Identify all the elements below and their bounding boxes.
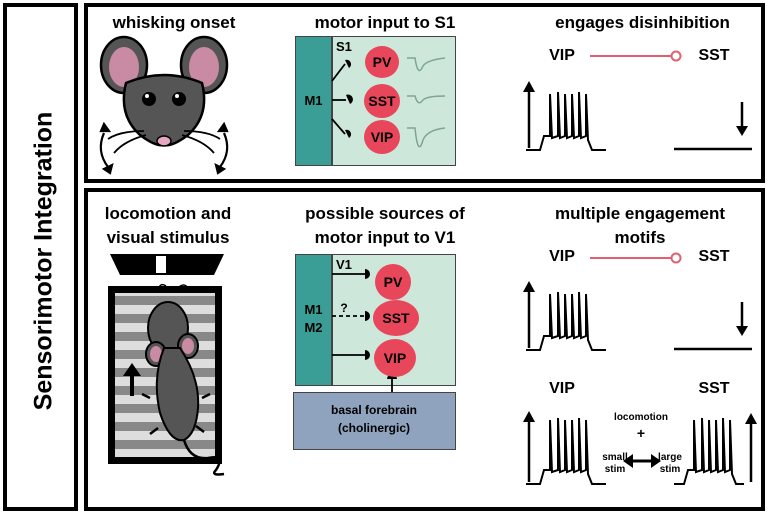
mouse-face [122,73,206,147]
large-stim-line2: stim [659,464,681,475]
cell-vip-v1-label: VIP [383,350,407,366]
sst-spike-train-motif2 [674,413,757,485]
visual-stimulus-screen [110,254,224,275]
engages-disinhibition-title: engages disinhibition [555,13,730,32]
m1-m2-region [295,254,332,386]
locomotion-label: locomotion [614,412,668,423]
small-stim-line1: small [602,452,628,463]
mouse-nose [156,135,172,147]
vip-increase-arrow-icon [523,281,535,348]
stim-size-arrow-icon [623,454,661,468]
s1-circuit [331,57,446,148]
cell-pv: PV [365,46,399,78]
vip-sst-inhibition-top [590,50,682,62]
side-title: Sensorimotor Integration [29,111,58,411]
basal-forebrain-label: basal forebrain [330,403,418,417]
whiskers [107,130,221,154]
side-title-box: Sensorimotor Integration [3,3,78,511]
small-stim-line2: stim [604,464,626,475]
motifs-title-line1: multiple engagement [554,204,726,223]
v1-circuit [332,269,397,392]
mouse-eye-left [142,92,156,106]
vip-sst-inhibition-bottom [590,252,682,264]
basal-forebrain-region: basal forebrain (cholinergic) [293,392,456,450]
cell-sst-label: SST [368,93,396,109]
cell-pv-v1: PV [375,264,411,300]
synapse-terminals [345,59,353,138]
vip-increase-arrow-icon [523,411,535,482]
cell-sst-v1-label: SST [382,310,410,326]
cell-sst-v1: SST [373,300,419,336]
mouse-body [141,283,225,476]
vip-label-motif2: VIP [549,380,575,397]
s1-label: S1 [336,39,352,54]
sources-title-line2: motor input to V1 [314,228,456,247]
cell-pv-v1-label: PV [383,274,403,290]
mouse-eye-right [172,92,186,106]
cell-pv-label: PV [372,54,392,70]
running-direction-arrow-icon [123,363,141,396]
cell-vip-v1: VIP [374,339,416,377]
sst-label-top: SST [698,47,730,64]
treadmill-mouse-illustration [108,254,225,476]
synapse-terminals-v1 [365,269,370,360]
whisk-arrow-left-icon [99,121,114,175]
m1-label-bottom: M1 [304,302,323,317]
cholinergic-label: (cholinergic) [337,421,410,435]
large-stim-line1: large [658,452,682,463]
vip-spike-train-top [523,81,606,151]
v1-label: V1 [336,257,352,272]
whisking-onset-title: whisking onset [112,13,236,32]
motor-projections [332,273,365,356]
cell-sst: SST [364,84,400,118]
vip-spike-train-motif2 [523,411,606,485]
m1-projections [331,63,346,135]
vip-increase-arrow-icon [523,81,535,148]
vip-label-motif1: VIP [549,248,575,265]
locomotion-title-line2: visual stimulus [106,228,230,247]
vip-label-top: VIP [549,47,575,64]
plus-sign: + [636,425,646,441]
vip-spike-train-motif1 [523,281,606,351]
sst-decrease-arrow-icon [736,102,748,136]
mouse-head-illustration [99,35,229,175]
sst-label-motif1: SST [698,248,730,265]
cell-vip: VIP [364,120,400,154]
sst-increase-arrow-icon [745,413,757,482]
motifs-title-line2: motifs [614,228,666,247]
unknown-projection-mark: ? [340,301,348,315]
sst-decrease-arrow-icon [736,302,748,336]
locomotion-title-line1: locomotion and [104,204,232,223]
sources-title-line1: possible sources of [305,204,465,223]
sst-trace-motif1 [674,302,752,351]
sst-label-motif2: SST [698,380,730,397]
whisk-arrow-right-icon [214,121,229,175]
sst-trace-top [674,102,752,151]
m2-label-bottom: M2 [304,320,323,335]
cell-vip-label: VIP [370,129,394,145]
motor-input-s1-title: motor input to S1 [314,13,456,32]
m1-region [295,36,332,166]
psp-traces [407,57,446,148]
m1-label: M1 [304,93,323,108]
